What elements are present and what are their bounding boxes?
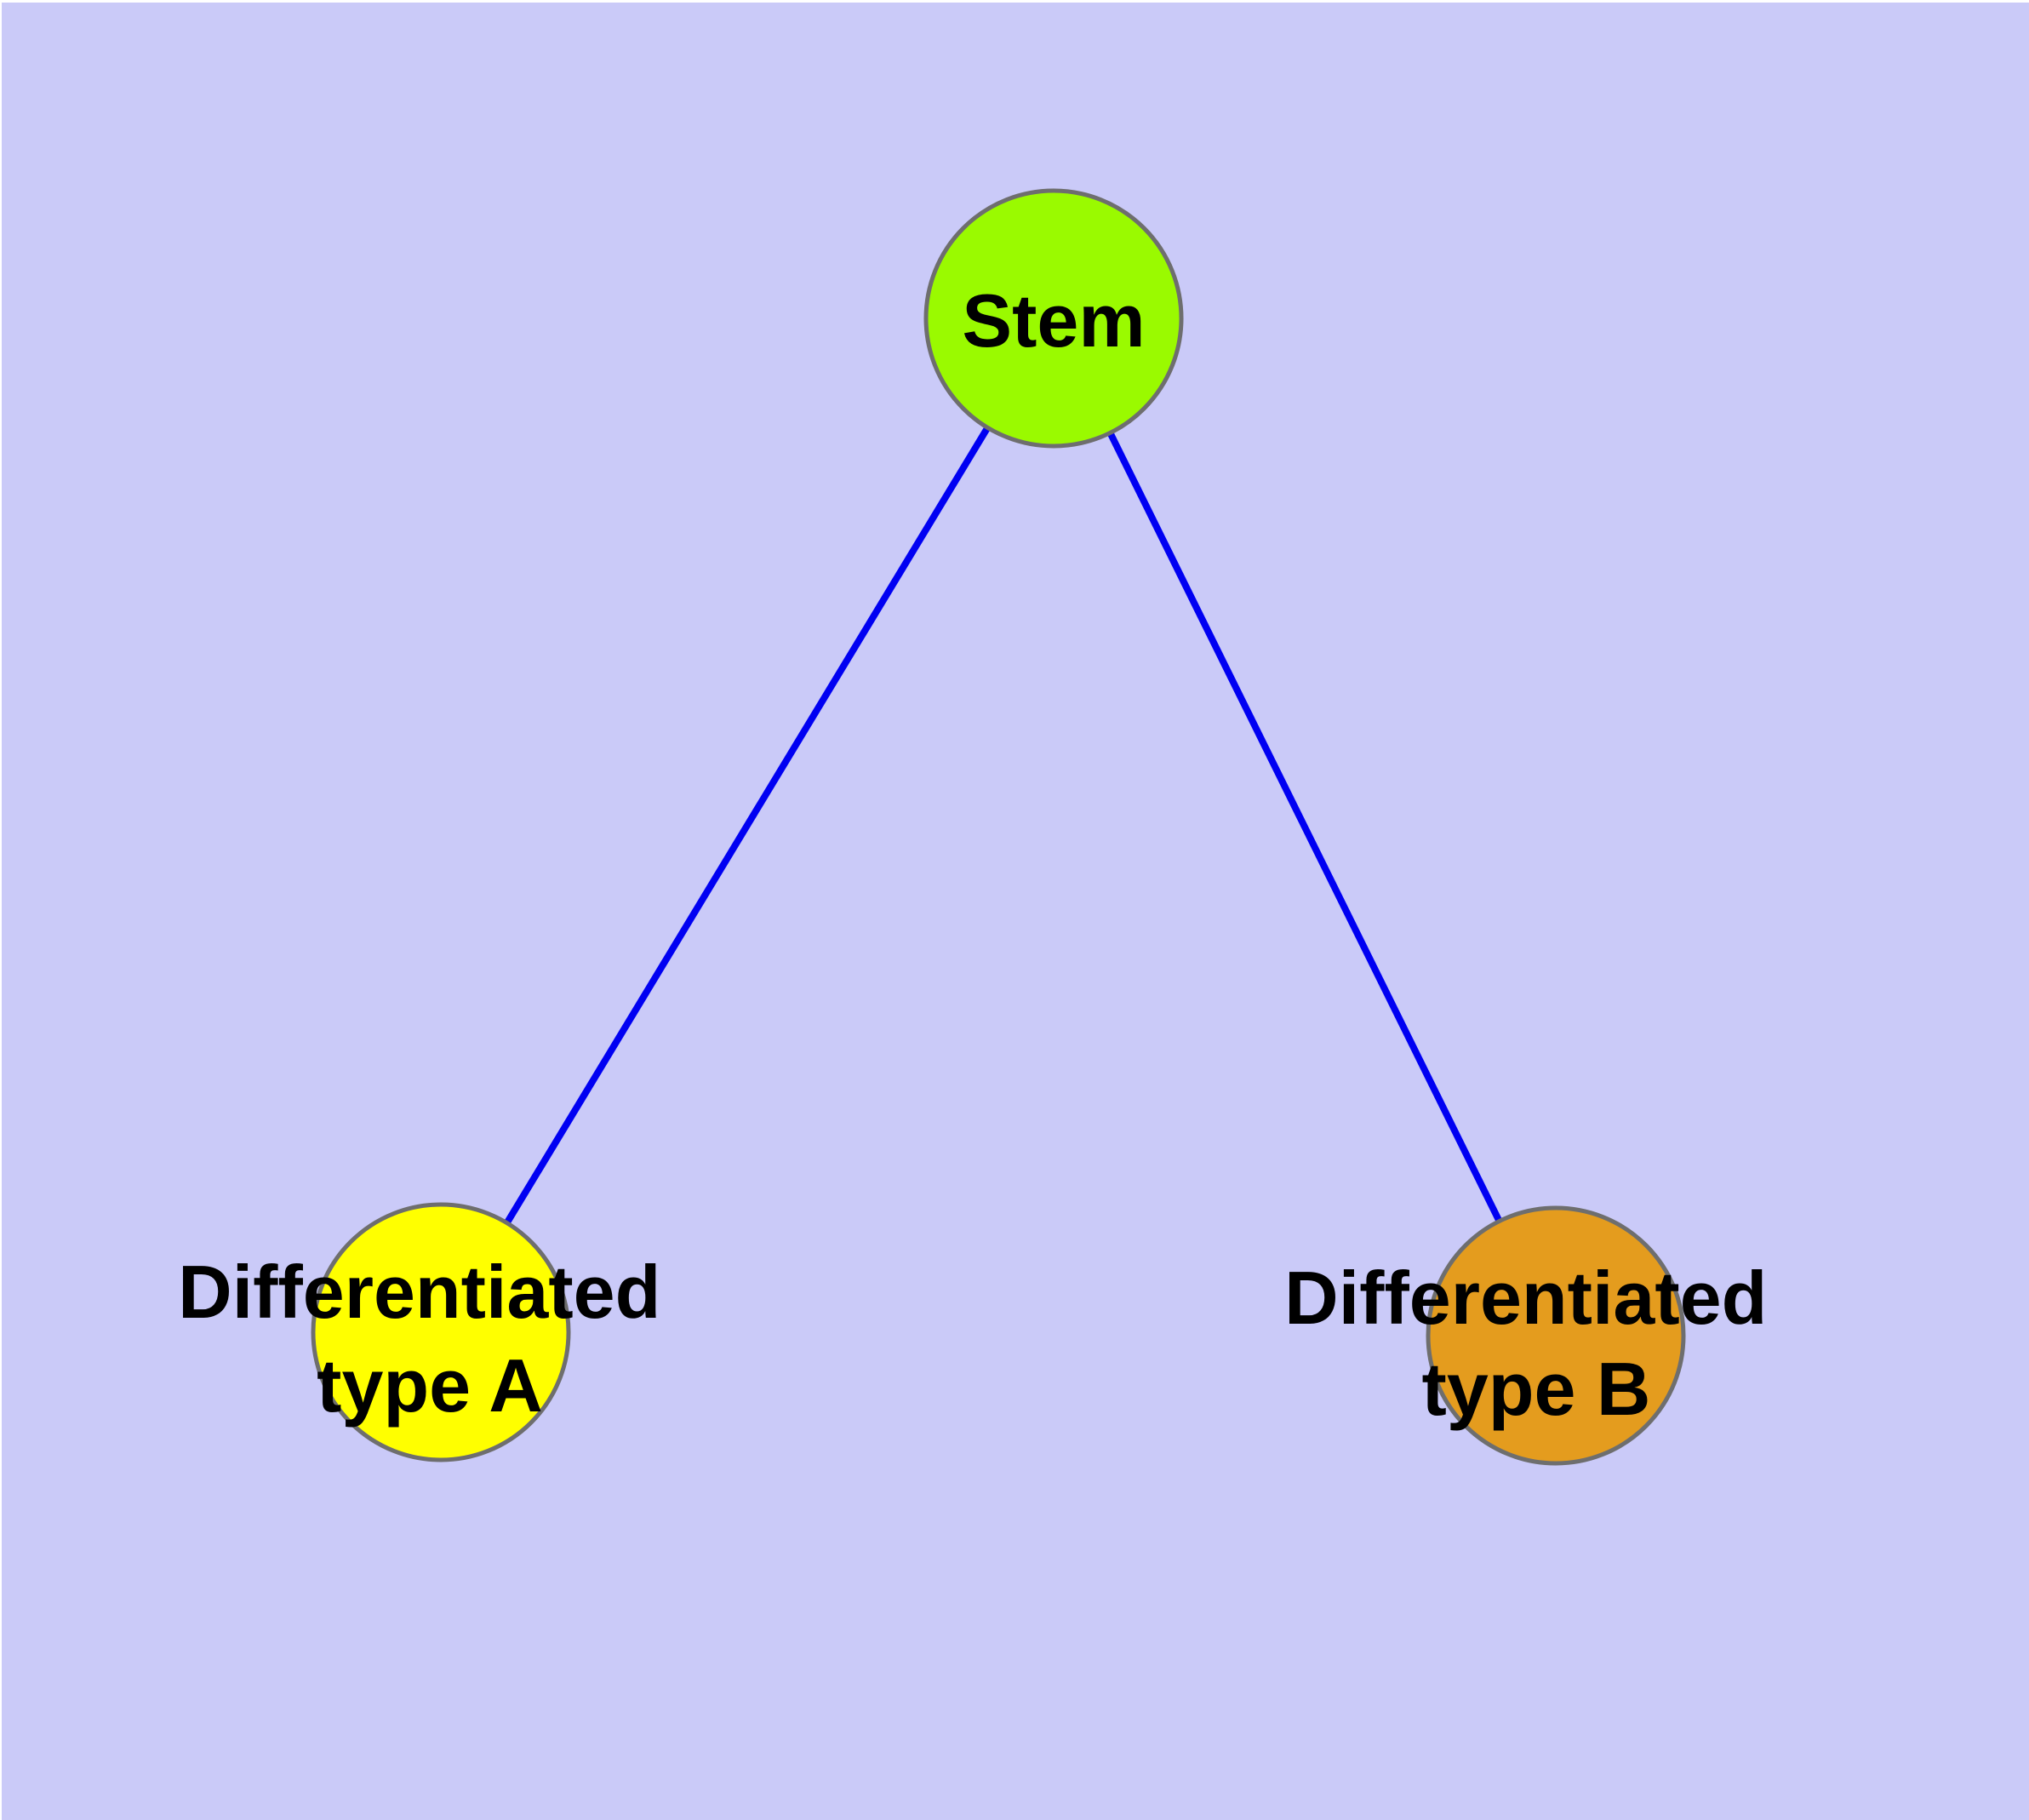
node-type-a-label-line2: type A xyxy=(317,1343,543,1428)
edge-stem-to-type-a xyxy=(437,316,1057,1335)
node-type-a-label: Differentiated type A xyxy=(178,1250,682,1428)
edge-stem-to-type-b xyxy=(1050,317,1559,1337)
node-type-a-circle xyxy=(311,1202,571,1462)
node-stem-label: Stem xyxy=(962,278,1145,363)
node-stem-circle xyxy=(923,188,1184,449)
edge-group xyxy=(437,316,1559,1337)
node-type-b-label-line1: Differentiated xyxy=(1284,1256,1767,1340)
node-type-b-label: Differentiated type B xyxy=(1284,1256,1788,1431)
node-type-a-label-line1: Differentiated xyxy=(178,1250,660,1334)
label-group: Stem Differentiated type A Differentiate… xyxy=(178,278,1788,1431)
node-group xyxy=(311,188,1686,1466)
node-type-b-circle xyxy=(1426,1205,1686,1466)
node-type-b-label-line2: type B xyxy=(1422,1347,1651,1431)
